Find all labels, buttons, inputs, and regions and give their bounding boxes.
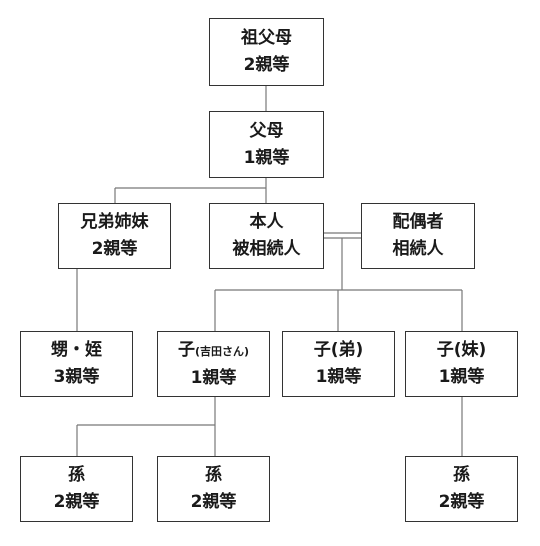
node-label: 兄弟姉妹 [80, 212, 149, 232]
node-grandchild-3: 孫 2親等 [405, 456, 518, 522]
node-spouse: 配偶者 相続人 [361, 203, 475, 269]
node-parents: 父母 1親等 [209, 111, 324, 178]
node-role: 被相続人 [232, 239, 301, 259]
node-grandchild-1: 孫 2親等 [20, 456, 133, 522]
node-grandchild-2: 孫 2親等 [157, 456, 270, 522]
node-degree: 2親等 [91, 239, 138, 259]
node-label: 子(妹) [436, 340, 487, 360]
node-child-brother: 子(弟) 1親等 [282, 331, 395, 397]
node-label: 孫 [68, 465, 85, 485]
node-degree: 1親等 [243, 147, 290, 168]
node-label: 孫 [453, 465, 470, 485]
node-degree: 2親等 [190, 492, 237, 512]
node-label-note: (吉田さん) [194, 344, 250, 358]
node-label: 子(弟) [313, 340, 364, 360]
node-nephew-niece: 甥・姪 3親等 [20, 331, 133, 397]
node-label: 本人 [249, 212, 284, 232]
node-degree: 2親等 [438, 492, 485, 512]
node-label: 甥・姪 [51, 340, 102, 360]
node-label-main: 子 [177, 339, 195, 360]
node-degree: 3親等 [53, 367, 100, 387]
node-child-sister: 子(妹) 1親等 [405, 331, 518, 397]
node-child-yoshida: 子(吉田さん) 1親等 [157, 331, 270, 397]
node-label: 配偶者 [392, 212, 444, 232]
node-grandparents: 祖父母 2親等 [209, 18, 324, 86]
node-label: 祖父母 [241, 28, 292, 48]
node-label: 孫 [205, 465, 222, 485]
node-degree: 1親等 [438, 367, 485, 387]
node-label: 父母 [249, 120, 284, 141]
node-siblings: 兄弟姉妹 2親等 [58, 203, 171, 269]
node-self-decedent: 本人 被相続人 [209, 203, 324, 269]
node-degree: 1親等 [315, 367, 362, 387]
node-degree: 1親等 [190, 367, 237, 388]
node-degree: 2親等 [243, 55, 290, 75]
node-degree: 2親等 [53, 492, 100, 512]
node-label: 子(吉田さん) [178, 337, 249, 365]
node-role: 相続人 [392, 239, 444, 259]
